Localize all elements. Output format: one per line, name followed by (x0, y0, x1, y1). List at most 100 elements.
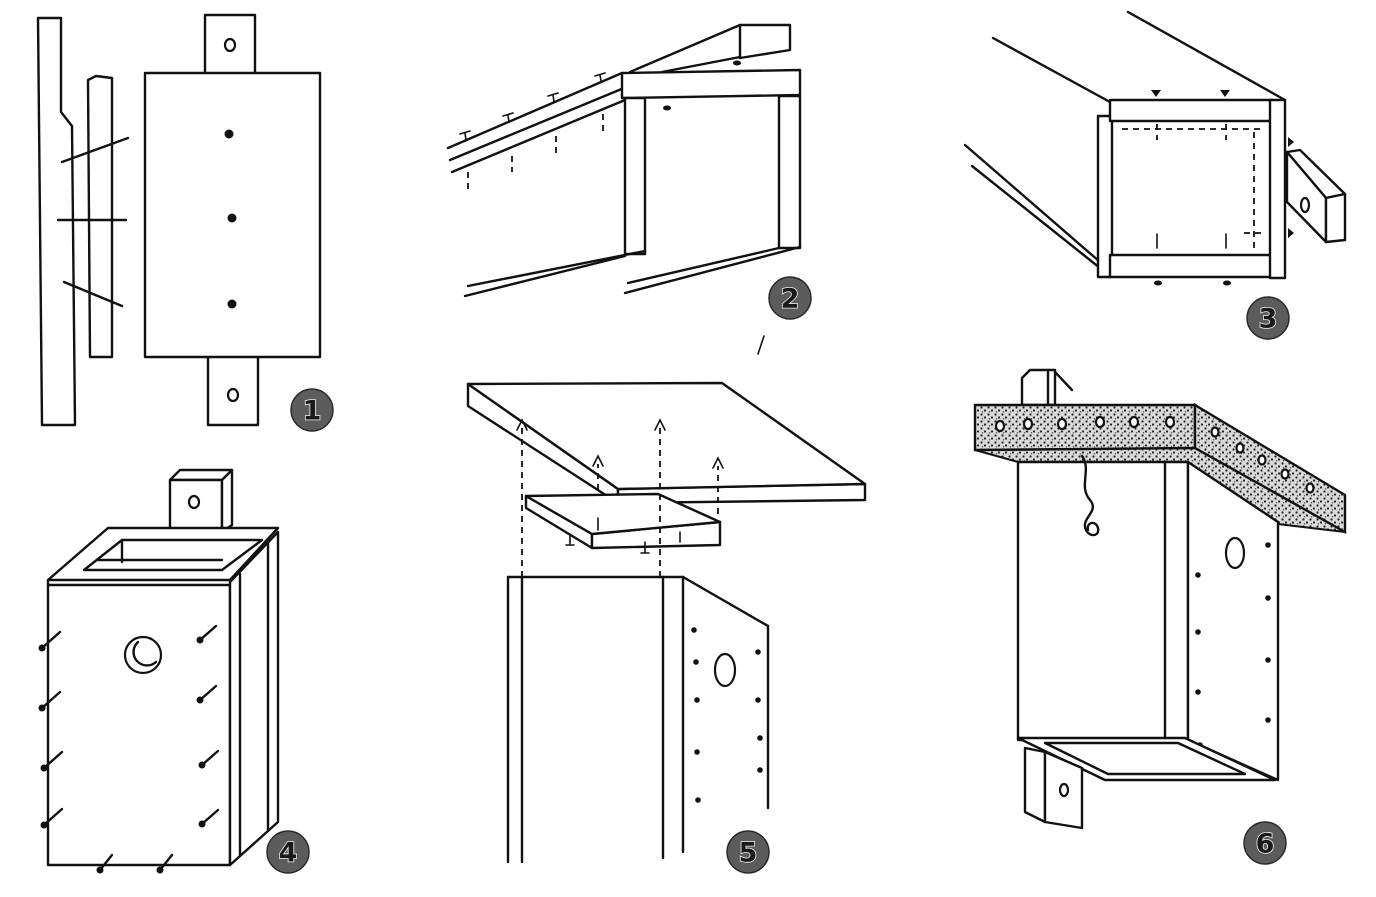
nail (198, 684, 218, 702)
step-number: 1 (303, 396, 322, 427)
assembly-arrows (516, 418, 724, 577)
nail-head (38, 704, 46, 712)
screw-mark (693, 659, 699, 665)
step-2-panel: 2 (446, 23, 812, 320)
side-board-bottom-edge (970, 164, 1112, 278)
nail-head (156, 866, 164, 874)
side-board-top-edge (991, 36, 1112, 104)
right-board-lower-edge (623, 245, 802, 295)
screw-mark (663, 105, 671, 111)
right-end-piece (777, 94, 802, 250)
right-board-lower-edge (626, 246, 781, 285)
mounting-post-front (1324, 192, 1347, 244)
entrance-hole (123, 635, 163, 675)
top-opening (82, 538, 264, 572)
screw-mark (1265, 657, 1271, 663)
front-cross-beam (620, 68, 802, 100)
screw-hole (226, 387, 240, 403)
nail-head (1151, 90, 1161, 97)
step-6-panel: 6 (973, 368, 1347, 865)
screw-mark (755, 697, 761, 703)
nail-head (1288, 137, 1294, 147)
left-board-lower-edge (463, 254, 627, 298)
screw-mark (695, 797, 701, 803)
step-4-panel: 4 (38, 468, 310, 874)
front-board (46, 583, 232, 867)
nail-head (1220, 90, 1230, 97)
nail-hole (994, 419, 1006, 433)
screw-marks (691, 627, 763, 803)
step-badge-circle (1246, 296, 1290, 340)
screw-mark (694, 697, 700, 703)
nail-hole (1305, 482, 1315, 494)
arrow-head (592, 454, 604, 467)
screw-mark (733, 60, 741, 66)
nail-hole (1257, 454, 1267, 466)
side-rail-top-edge (446, 71, 624, 150)
step-badge-circle (726, 830, 770, 874)
screw-mark (757, 735, 763, 741)
nail (200, 808, 220, 826)
screw-mark (694, 749, 700, 755)
nail-head (40, 764, 48, 772)
nail-head (198, 761, 206, 769)
nail-hole (1164, 415, 1176, 429)
side-board-bottom-edge (963, 143, 1102, 264)
nail (565, 535, 575, 546)
nail-head (96, 866, 104, 874)
entrance-hole (713, 652, 737, 688)
step-badge-circle (266, 830, 310, 874)
nail-head (40, 821, 48, 829)
step-number: 5 (739, 838, 758, 869)
entrance-hole-inner-edge (132, 640, 158, 667)
bottom-opening (1043, 741, 1247, 776)
nail (594, 72, 606, 82)
screw-mark (755, 649, 761, 655)
step-badge-4: 4 (266, 830, 310, 874)
nail-hole (1094, 415, 1106, 429)
back-beam-edge (628, 23, 742, 74)
nail-hole (1210, 426, 1220, 438)
side-rail-bottom-edge (450, 98, 627, 174)
nail-hole (1056, 417, 1068, 431)
step-number: 6 (1256, 829, 1275, 860)
step-badge-5: 5 (726, 830, 770, 874)
arrow-head (712, 456, 724, 469)
step-badge-circle (290, 388, 334, 432)
nail (547, 92, 559, 103)
step-1-panel: 1 (36, 13, 334, 432)
nails (565, 517, 681, 554)
roof-side-face (1193, 402, 1347, 535)
screw-mark (1195, 689, 1201, 695)
front-strip-profile (86, 74, 114, 359)
nail-head (1154, 280, 1162, 286)
step-badge-circle (1243, 821, 1287, 865)
nail-head (198, 820, 206, 828)
step-number: 4 (279, 838, 298, 869)
screw-mark (227, 213, 237, 223)
hook-and-eye (1080, 454, 1100, 537)
nail-head (196, 636, 204, 644)
nail-head (1288, 228, 1294, 238)
nail-head (1223, 280, 1231, 286)
left-end-piece (623, 96, 647, 256)
step-3-panel: 3 (963, 10, 1347, 340)
nail-hole (1280, 468, 1290, 480)
step-badge-circle (768, 276, 812, 320)
side-board-profile (36, 16, 77, 427)
step-number: 3 (1259, 304, 1278, 335)
nail (62, 280, 124, 308)
step-badge-2: 2 (768, 276, 812, 320)
side-board (1186, 460, 1280, 782)
step-number: 2 (781, 284, 800, 315)
nails (1151, 90, 1294, 286)
nails (38, 624, 220, 874)
nail (198, 624, 218, 642)
post-edge (1053, 370, 1074, 392)
screw-hole (223, 37, 237, 53)
left-frame-board (1096, 114, 1114, 279)
left-board-lower-edge (466, 249, 647, 288)
nail (42, 750, 64, 770)
nail (200, 749, 220, 767)
